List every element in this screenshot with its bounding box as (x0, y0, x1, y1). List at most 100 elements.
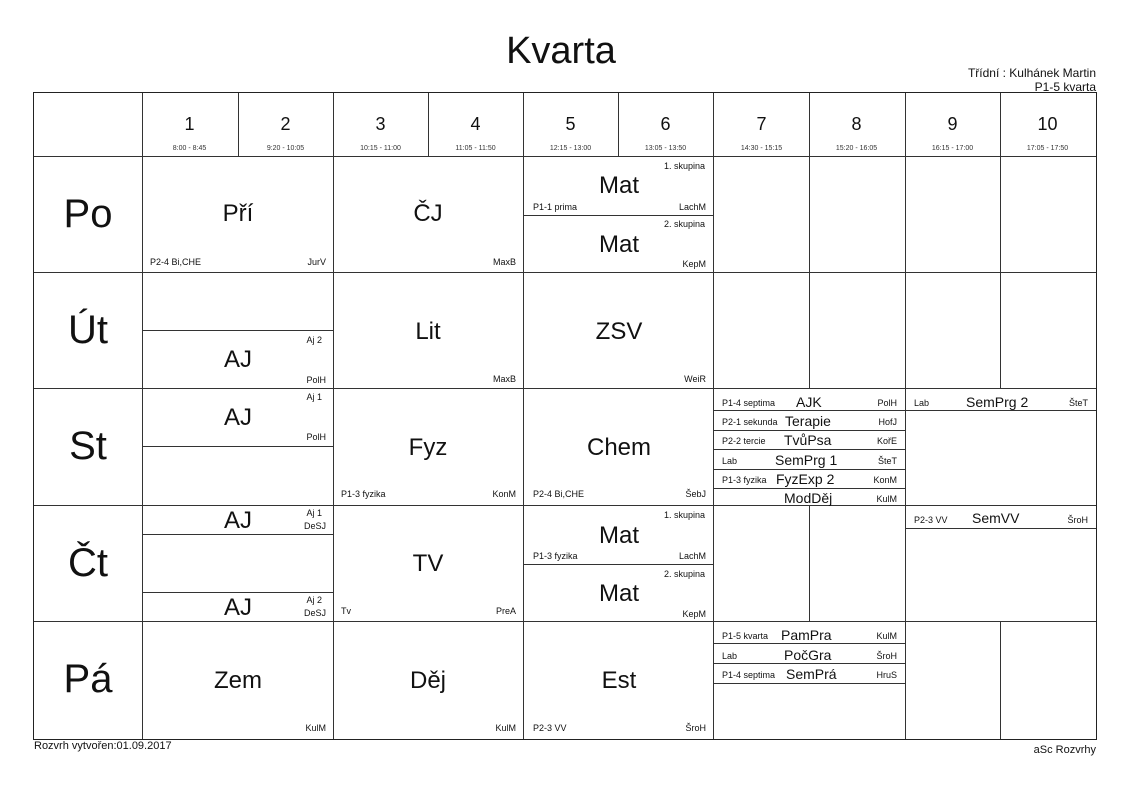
lesson-room: P1-4 septima (722, 398, 776, 408)
lesson-teacher: KulM (495, 723, 516, 733)
lesson-subject: AJ (223, 507, 252, 534)
lesson-room: P1-1 prima (533, 202, 578, 212)
period-time-7: 14:30 - 15:15 (740, 145, 783, 152)
period-time-2: 9:20 - 10:05 (266, 145, 305, 152)
lesson-room: P2-3 VV (533, 723, 567, 733)
lesson-teacher: ŠteT (1068, 398, 1088, 408)
lesson-teacher: KulM (876, 494, 897, 504)
class-code: P1-5 kvarta (1034, 80, 1096, 94)
lesson-teacher: PolH (306, 432, 326, 442)
lesson-room: P2-4 Bi,CHE (150, 257, 202, 267)
lesson-teacher: PolH (877, 398, 897, 408)
lesson-subject: Terapie (785, 413, 831, 429)
period-time-5: 12:15 - 13:00 (549, 145, 592, 152)
lesson-room: P1-5 kvarta (722, 631, 769, 641)
day-label-po: Po (63, 192, 113, 236)
lesson-group: Aj 1 (306, 392, 322, 402)
lesson-group: 1. skupina (663, 510, 705, 520)
lesson-subject: Děj (409, 667, 446, 694)
period-time-9: 16:15 - 17:00 (931, 145, 974, 152)
lesson-teacher: DeSJ (303, 521, 326, 531)
lesson-teacher: ŠroH (685, 723, 706, 733)
lesson-group: Aj 1 (306, 508, 322, 518)
lesson-group: Aj 2 (306, 335, 322, 345)
lesson-subject: PamPra (781, 627, 832, 643)
period-time-8: 15:20 - 16:05 (835, 145, 878, 152)
lesson-teacher: WeiR (684, 374, 706, 384)
lesson-group: Aj 2 (306, 595, 322, 605)
lesson-subject: SemPrá (786, 666, 837, 682)
lesson-room: Tv (341, 606, 351, 616)
lesson-teacher: PolH (306, 375, 326, 385)
lesson-room: P1-3 fyzika (722, 475, 767, 485)
day-label-ut: Út (68, 308, 108, 352)
period-number-1: 1 (184, 114, 195, 134)
lesson-teacher: MaxB (492, 257, 516, 267)
lesson-teacher: JurV (307, 257, 326, 267)
lesson-subject: AJ (223, 346, 252, 373)
period-number-5: 5 (565, 114, 576, 134)
period-time-6: 13:05 - 13:50 (644, 145, 687, 152)
lesson-teacher: HruS (876, 670, 897, 680)
period-number-10: 10 (1037, 114, 1058, 134)
lesson-subject: Lit (415, 318, 441, 345)
lesson-teacher: ŠteT (877, 456, 897, 466)
lesson-subject: Fyz (408, 434, 448, 461)
lesson-room: Lab (722, 651, 738, 661)
lesson-subject: ZSV (595, 318, 643, 345)
lesson-subject: TvůPsa (784, 432, 832, 448)
lesson-group: 2. skupina (663, 569, 705, 579)
lesson-teacher: LachM (678, 202, 706, 212)
lesson-subject: Chem (586, 434, 652, 461)
period-number-7: 7 (756, 114, 767, 134)
lesson-subject: SemPrg 2 (966, 394, 1029, 410)
lesson-teacher: KonM (873, 475, 897, 485)
period-number-9: 9 (947, 114, 958, 134)
lesson-teacher: KepM (682, 609, 706, 619)
lesson-subject: TV (412, 550, 444, 577)
lesson-group: 2. skupina (663, 219, 705, 229)
period-time-10: 17:05 - 17:50 (1026, 145, 1069, 152)
lesson-subject: Mat (598, 172, 639, 199)
period-number-6: 6 (660, 114, 671, 134)
period-time-4: 11:05 - 11:50 (455, 145, 496, 152)
lesson-room: P1-3 fyzika (341, 489, 386, 499)
footer-brand: aSc Rozvrhy (1033, 744, 1096, 756)
lesson-subject: AJ (223, 594, 252, 621)
lesson-room: P1-4 septima (722, 670, 776, 680)
lesson-subject: PočGra (784, 647, 832, 663)
page-title: Kvarta (506, 30, 616, 72)
lesson-teacher: LachM (678, 551, 706, 561)
lesson-room: P2-4 Bi,CHE (533, 489, 585, 499)
lesson-teacher: ŠroH (1067, 515, 1088, 525)
lesson-subject: ModDěj (784, 490, 833, 506)
lesson-teacher: HofJ (878, 417, 897, 427)
day-label-st: St (69, 424, 107, 468)
lesson-subject: Mat (598, 522, 639, 549)
lesson-subject: ČJ (413, 200, 443, 227)
lesson-teacher: KořE (876, 436, 897, 446)
day-label-pa: Pá (63, 657, 113, 701)
lesson-subject: AJ (223, 404, 252, 431)
lesson-subject: AJK (796, 394, 822, 410)
lesson-subject: Zem (214, 667, 262, 694)
lesson-teacher: KonM (492, 489, 516, 499)
lesson-teacher: PreA (495, 606, 516, 616)
day-label-ct: Čt (68, 541, 108, 585)
lesson-subject: SemPrg 1 (775, 452, 838, 468)
period-time-1: 8:00 - 8:45 (172, 145, 207, 152)
footer-created: Rozvrh vytvořen:01.09.2017 (34, 740, 172, 752)
lesson-room: Lab (722, 456, 738, 466)
lesson-room: P2-3 VV (914, 515, 948, 525)
lesson-subject: Mat (598, 580, 639, 607)
lesson-teacher: KepM (682, 259, 706, 269)
lesson-room: P2-1 sekunda (722, 417, 778, 427)
period-time-3: 10:15 - 11:00 (360, 145, 401, 152)
lesson-subject: SemVV (972, 510, 1020, 526)
period-number-4: 4 (470, 114, 481, 134)
lesson-teacher: ŠebJ (685, 489, 706, 499)
period-number-8: 8 (851, 114, 862, 134)
lesson-room: Lab (914, 398, 930, 408)
class-teacher: Třídní : Kulhánek Martin (967, 66, 1096, 80)
lesson-room: P1-3 fyzika (533, 551, 578, 561)
